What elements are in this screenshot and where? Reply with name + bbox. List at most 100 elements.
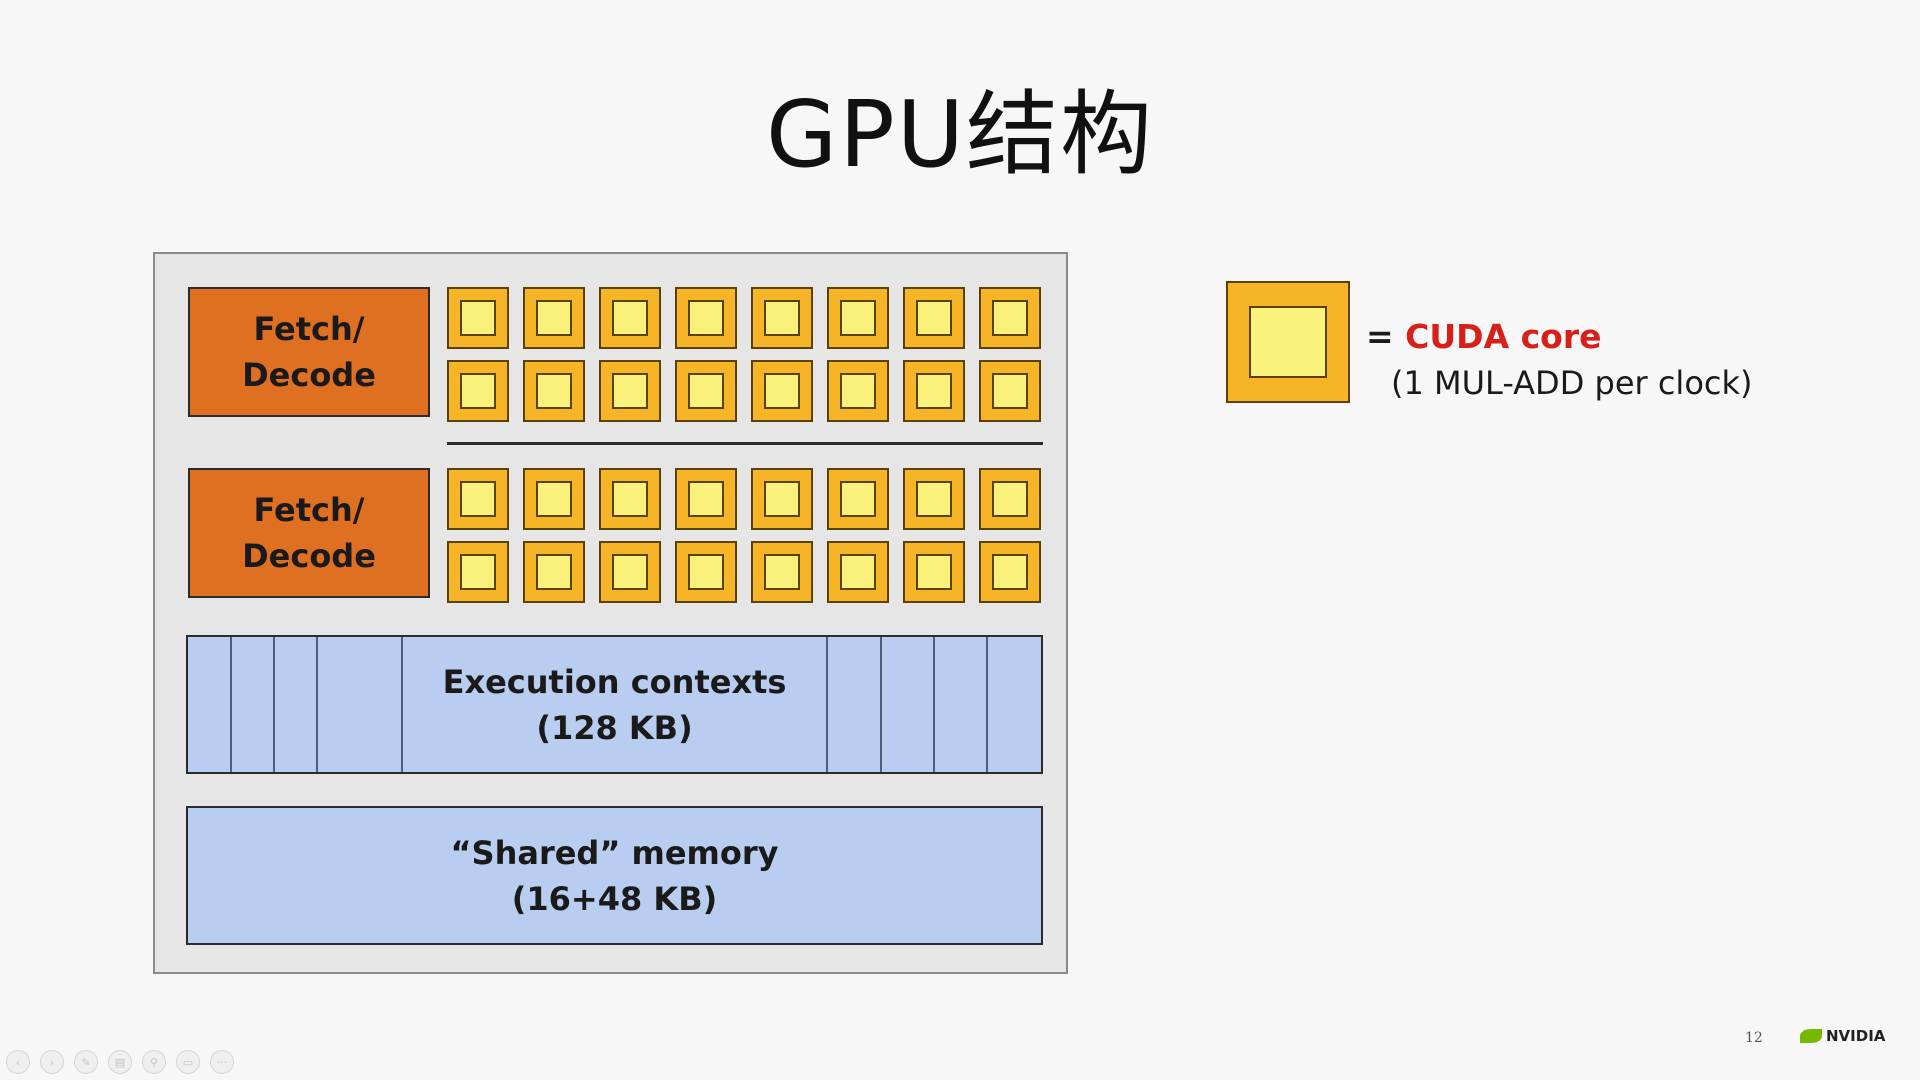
cuda-core-inner — [536, 481, 572, 517]
cuda-core — [447, 468, 509, 530]
cuda-core-inner — [612, 300, 648, 336]
cuda-core — [979, 360, 1041, 422]
copy-icon[interactable]: ▤ — [108, 1050, 132, 1074]
cuda-core-inner — [460, 554, 496, 590]
cuda-core-inner — [916, 554, 952, 590]
cuda-core-inner — [840, 300, 876, 336]
shared-memory-label-wrap: “Shared” memory (16+48 KB) — [450, 830, 778, 922]
cuda-core-inner — [916, 481, 952, 517]
legend-core-inner — [1249, 306, 1327, 378]
shared-memory-block: “Shared” memory (16+48 KB) — [186, 806, 1043, 945]
context-divider — [933, 637, 935, 772]
cuda-core — [675, 468, 737, 530]
group-divider — [447, 442, 1043, 445]
cuda-core-inner — [764, 481, 800, 517]
screen-icon[interactable]: ▭ — [176, 1050, 200, 1074]
cuda-core — [447, 541, 509, 603]
legend-description: (1 MUL-ADD per clock) — [1391, 364, 1753, 402]
cuda-core — [599, 468, 661, 530]
context-divider — [273, 637, 275, 772]
cuda-core — [751, 360, 813, 422]
cuda-core-inner — [612, 554, 648, 590]
nvidia-eye-icon — [1800, 1029, 1822, 1043]
legend-equals: = — [1366, 317, 1394, 356]
context-divider — [230, 637, 232, 772]
cuda-core — [523, 541, 585, 603]
cuda-core-inner — [612, 481, 648, 517]
cuda-core — [675, 541, 737, 603]
cuda-core-inner — [840, 481, 876, 517]
context-divider — [316, 637, 318, 772]
execution-contexts-block: Execution contexts (128 KB) — [186, 635, 1043, 774]
cuda-core-inner — [840, 554, 876, 590]
cuda-core-inner — [688, 554, 724, 590]
cuda-core-inner — [460, 300, 496, 336]
fetch-decode-label: Fetch/ Decode — [242, 310, 376, 394]
cuda-core-inner — [688, 300, 724, 336]
cuda-core — [979, 287, 1041, 349]
next-icon[interactable]: › — [40, 1050, 64, 1074]
cuda-core — [751, 541, 813, 603]
cuda-core — [675, 360, 737, 422]
cuda-core — [447, 360, 509, 422]
cuda-core-inner — [688, 481, 724, 517]
cuda-core-inner — [992, 300, 1028, 336]
cuda-core-inner — [992, 481, 1028, 517]
cuda-core — [447, 287, 509, 349]
slide-title: GPU结构 — [765, 81, 1155, 188]
cuda-core — [979, 541, 1041, 603]
cuda-core — [751, 287, 813, 349]
cuda-core-inner — [764, 373, 800, 409]
shared-memory-label: “Shared” memory (16+48 KB) — [450, 833, 779, 918]
presentation-toolbar: ‹ › ✎ ▤ ⚲ ▭ ··· — [6, 1050, 234, 1074]
cuda-core-inner — [612, 373, 648, 409]
cuda-core — [751, 468, 813, 530]
cuda-core-inner — [536, 373, 572, 409]
cuda-core-inner — [764, 300, 800, 336]
nvidia-logo: NVIDIA — [1800, 1027, 1885, 1045]
zoom-icon[interactable]: ⚲ — [142, 1050, 166, 1074]
fetch-decode-unit-2: Fetch/ Decode — [188, 468, 430, 598]
cuda-core — [827, 360, 889, 422]
cuda-core-group-1 — [447, 287, 1043, 422]
legend-label: = CUDA core — [1366, 314, 1601, 360]
context-divider — [986, 637, 988, 772]
more-icon[interactable]: ··· — [210, 1050, 234, 1074]
fetch-decode-unit-1: Fetch/ Decode — [188, 287, 430, 417]
cuda-core — [523, 468, 585, 530]
cuda-core-inner — [992, 554, 1028, 590]
cuda-core-inner — [536, 300, 572, 336]
cuda-core — [979, 468, 1041, 530]
cuda-core-inner — [916, 373, 952, 409]
cuda-core — [827, 287, 889, 349]
cuda-core — [903, 360, 965, 422]
cuda-core-group-2 — [447, 468, 1043, 603]
prev-icon[interactable]: ‹ — [6, 1050, 30, 1074]
cuda-core — [903, 287, 965, 349]
legend-cuda-core-icon — [1226, 281, 1350, 403]
cuda-core — [827, 468, 889, 530]
cuda-core — [523, 287, 585, 349]
cuda-core-inner — [916, 300, 952, 336]
page-number: 12 — [1745, 1030, 1763, 1046]
streaming-multiprocessor-diagram: Fetch/ Decode Fetch/ Decode Execution co… — [153, 252, 1068, 974]
cuda-core-inner — [764, 554, 800, 590]
cuda-core-inner — [460, 481, 496, 517]
legend-cuda-core-name: CUDA core — [1405, 317, 1602, 356]
cuda-core-inner — [536, 554, 572, 590]
context-divider — [401, 637, 403, 772]
cuda-core — [675, 287, 737, 349]
execution-contexts-label: Execution contexts (128 KB) — [442, 662, 787, 747]
cuda-core — [903, 468, 965, 530]
cuda-core — [599, 541, 661, 603]
cuda-core-inner — [460, 373, 496, 409]
cuda-core — [523, 360, 585, 422]
cuda-core-inner — [992, 373, 1028, 409]
cuda-core — [827, 541, 889, 603]
cuda-core — [599, 360, 661, 422]
cuda-core — [599, 287, 661, 349]
cuda-core-inner — [688, 373, 724, 409]
cuda-core — [903, 541, 965, 603]
pen-icon[interactable]: ✎ — [74, 1050, 98, 1074]
execution-contexts-label-wrap: Execution contexts (128 KB) — [404, 637, 825, 772]
